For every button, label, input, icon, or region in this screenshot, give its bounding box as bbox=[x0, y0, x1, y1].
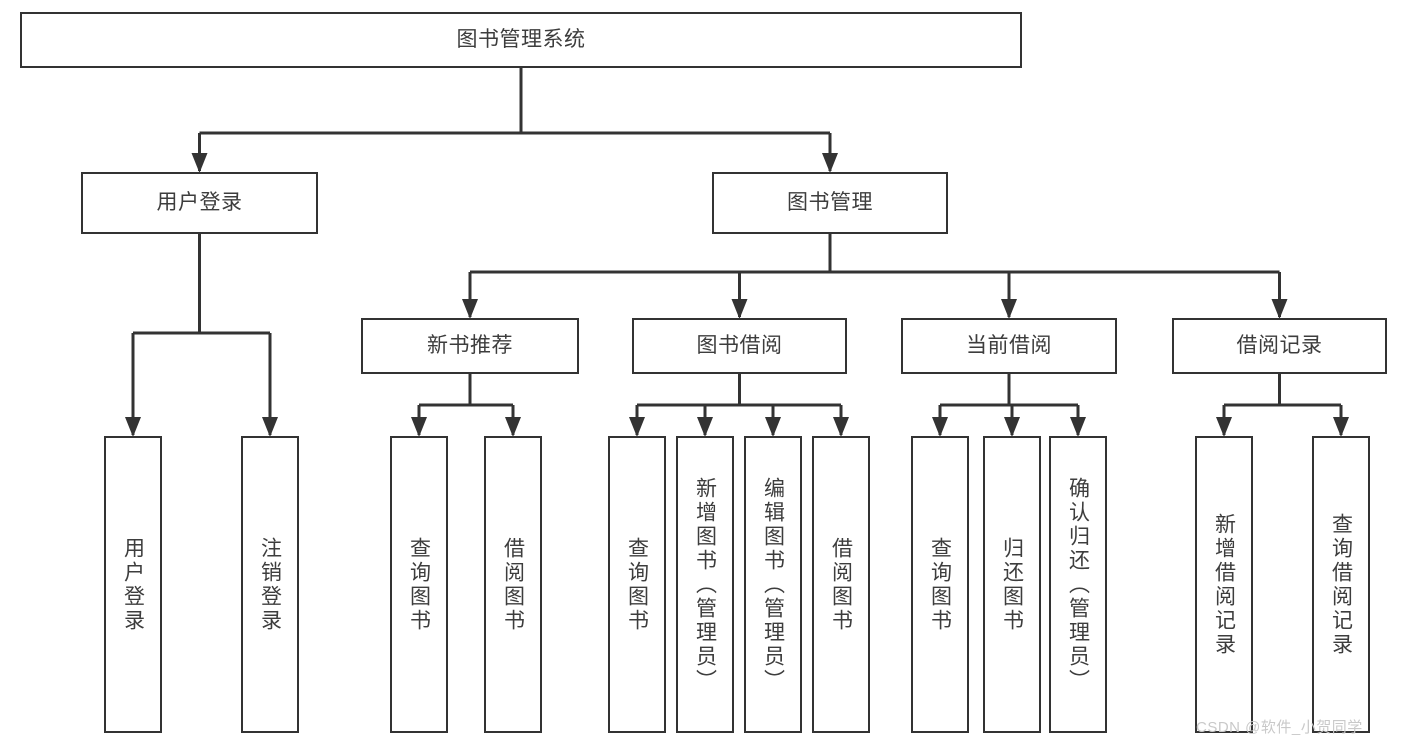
node-book-manage: 图书管理 bbox=[712, 172, 948, 234]
node-label: 确认归还（管理员） bbox=[1066, 476, 1090, 693]
node-label: 查询图书 bbox=[928, 536, 952, 633]
node-leaf-8: 借阅图书 bbox=[812, 436, 870, 733]
node-leaf-1: 用户登录 bbox=[104, 436, 162, 733]
arrow-head bbox=[1004, 417, 1020, 437]
node-label: 查询图书 bbox=[407, 536, 431, 633]
arrow-head bbox=[191, 153, 208, 173]
arrow-head bbox=[1001, 299, 1017, 319]
node-root: 图书管理系统 bbox=[20, 12, 1022, 68]
arrow-head bbox=[505, 417, 521, 437]
node-label: 编辑图书（管理员） bbox=[761, 476, 785, 693]
node-label: 图书借阅 bbox=[696, 333, 783, 357]
node-label: 注销登录 bbox=[258, 536, 282, 633]
node-leaf-11: 确认归还（管理员） bbox=[1049, 436, 1107, 733]
arrow-head bbox=[1333, 417, 1349, 437]
node-label: 图书管理 bbox=[787, 190, 873, 214]
arrow-head bbox=[262, 417, 278, 437]
arrow-head bbox=[932, 417, 948, 437]
node-leaf-5: 查询图书 bbox=[608, 436, 666, 733]
arrow-head bbox=[1271, 299, 1288, 319]
node-leaf-7: 编辑图书（管理员） bbox=[744, 436, 802, 733]
node-new-book-rec: 新书推荐 bbox=[361, 318, 579, 374]
node-label: 借阅图书 bbox=[829, 536, 853, 633]
watermark: CSDN @软件_小贺同学 bbox=[1196, 719, 1363, 736]
arrow-head bbox=[125, 417, 141, 437]
node-current-borrow: 当前借阅 bbox=[901, 318, 1117, 374]
node-leaf-2: 注销登录 bbox=[241, 436, 299, 733]
arrow-head bbox=[765, 417, 781, 437]
node-leaf-12: 新增借阅记录 bbox=[1195, 436, 1253, 733]
arrow-head bbox=[833, 417, 849, 437]
node-label: 用户登录 bbox=[156, 190, 243, 214]
arrow-head bbox=[1216, 417, 1232, 437]
node-label: 查询图书 bbox=[625, 536, 649, 633]
arrow-head bbox=[462, 299, 478, 319]
node-label: 查询借阅记录 bbox=[1329, 512, 1353, 657]
arrow-head bbox=[822, 153, 838, 173]
node-leaf-9: 查询图书 bbox=[911, 436, 969, 733]
node-borrow-record: 借阅记录 bbox=[1172, 318, 1387, 374]
node-leaf-3: 查询图书 bbox=[390, 436, 448, 733]
node-leaf-13: 查询借阅记录 bbox=[1312, 436, 1370, 733]
node-label: 图书管理系统 bbox=[456, 27, 586, 51]
node-leaf-4: 借阅图书 bbox=[484, 436, 542, 733]
node-label: 借阅记录 bbox=[1236, 333, 1323, 357]
node-label: 当前借阅 bbox=[966, 333, 1052, 357]
node-user-login: 用户登录 bbox=[81, 172, 318, 234]
node-label: 借阅图书 bbox=[501, 536, 525, 633]
node-leaf-6: 新增图书（管理员） bbox=[676, 436, 734, 733]
node-label: 新增图书（管理员） bbox=[693, 476, 717, 693]
arrow-head bbox=[1070, 417, 1086, 437]
arrow-head bbox=[731, 299, 748, 319]
node-label: 归还图书 bbox=[1000, 536, 1024, 633]
arrow-head bbox=[629, 417, 645, 437]
arrow-head bbox=[411, 417, 427, 437]
arrow-head bbox=[697, 417, 713, 437]
node-label: 新书推荐 bbox=[427, 333, 513, 357]
node-leaf-10: 归还图书 bbox=[983, 436, 1041, 733]
node-label: 用户登录 bbox=[121, 536, 145, 633]
node-book-borrow: 图书借阅 bbox=[632, 318, 847, 374]
node-label: 新增借阅记录 bbox=[1212, 512, 1236, 657]
